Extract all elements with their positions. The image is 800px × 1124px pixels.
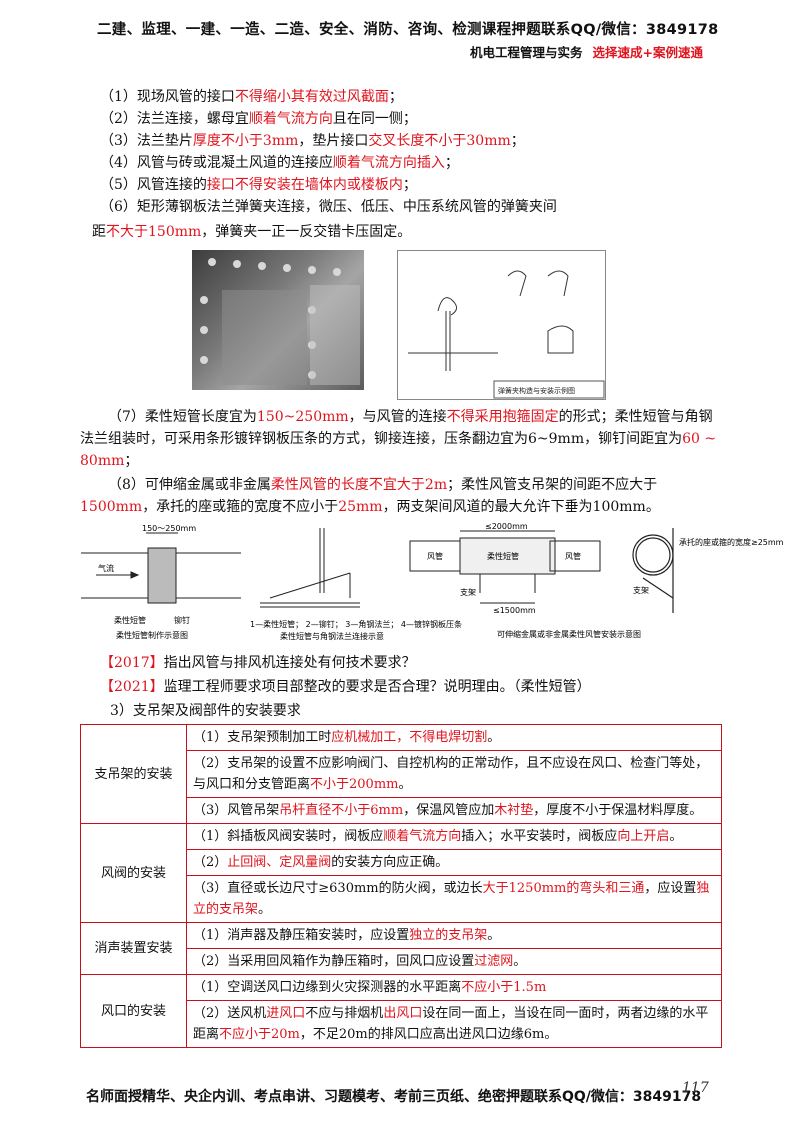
- fig1-dimension: 150～250mm: [142, 524, 196, 533]
- row-header-hangers: 支吊架的安装: [80, 724, 187, 824]
- fig3-support: 支架: [460, 587, 476, 597]
- fig1-svg: 150～250mm 气流 柔性短管 铆钉 柔性短管制作示意图: [81, 524, 241, 640]
- table-row: 支吊架的安装 （1）支吊架预制加工时应机械加工，不得电焊切割。: [80, 724, 722, 824]
- fig1-label-short-pipe: 柔性短管: [114, 615, 146, 625]
- fig2-legend: 1—柔性短管； 2—铆钉； 3—角钢法兰； 4—镀锌钢板压条: [250, 619, 462, 629]
- header-subject-line: 机电工程管理与实务选择速成+案例速通: [470, 42, 703, 61]
- figure-flexible-short-pipe: 150～250mm 气流 柔性短管 铆钉 柔性短管制作示意图: [76, 523, 246, 643]
- fig4-note: 承托的座或箍的宽度≥25mm: [679, 537, 784, 547]
- question-2021: 【2021】监理工程师要求项目部整改的要求是否合理？说明理由。（柔性短管）: [100, 679, 591, 695]
- spring-clip-photo: [192, 250, 364, 390]
- valve-req-1: （1）斜插板风阀安装时，阀板应顺着气流方向插入；水平安装时，阀板应向上开启。: [186, 823, 722, 850]
- question-2017: 【2017】指出风管与排风机连接处有何技术要求？: [100, 655, 416, 671]
- fig4-support: 支架: [633, 585, 649, 595]
- item-8: （8）可伸缩金属或非金属柔性风管的长度不宜大于2m；柔性风管支吊架的间距不应大于…: [80, 477, 660, 515]
- table-row: 风口的安装 （1）空调送风口边缘到火灾探测器的水平距离不应小于1.5m: [80, 974, 722, 1048]
- table-row: （3）直径或长边尺寸≥630mm的防火阀，或边长大于1250mm的弯头和三通，应…: [81, 875, 722, 923]
- fig3-caption: 可伸缩金属或非金属柔性风管安装示意图: [497, 629, 641, 639]
- silencer-req-2: （2）当采用回风箱作为静压箱时，回风口应设置过滤网。: [186, 948, 722, 975]
- row-header-outlets: 风口的安装: [80, 974, 187, 1048]
- fig4-svg: 承托的座或箍的宽度≥25mm 支架: [632, 528, 784, 613]
- fig3-dim-top: ≤2000mm: [485, 522, 528, 531]
- item-1: （1）现场风管的接口不得缩小其有效过风截面；: [100, 89, 403, 105]
- outlet-req-1: （1）空调送风口边缘到火灾探测器的水平距离不应小于1.5m: [186, 974, 722, 1001]
- subject-title: 机电工程管理与实务: [470, 45, 583, 60]
- row-header-valves: 风阀的安装: [80, 823, 187, 923]
- table-row: （3）风管吊架吊杆直径不小于6mm，保温风管应加木衬垫，厚度不小于保温材料厚度。: [81, 797, 722, 824]
- page-number: 117: [682, 1080, 709, 1096]
- fig3-left-duct: 风管: [427, 551, 443, 561]
- fig3-dim-bottom: ≤1500mm: [493, 606, 536, 615]
- item-7: （7）柔性短管长度宜为150~250mm，与风管的连接不得采用抱箍固定的形式；柔…: [80, 409, 717, 469]
- valve-req-2: （2）止回阀、定风量阀的安装方向应正确。: [186, 849, 722, 876]
- fig1-label-rivet: 铆钉: [174, 615, 190, 625]
- silencer-req-1: （1）消声器及静压箱安装时，应设置独立的支吊架。: [186, 922, 722, 949]
- installation-requirements-table: 支吊架的安装 （1）支吊架预制加工时应机械加工，不得电焊切割。 （2）支吊架的设…: [80, 724, 722, 1048]
- fig2-svg: 1—柔性短管； 2—铆钉； 3—角钢法兰； 4—镀锌钢板压条 柔性短管与角钢法兰…: [250, 528, 462, 641]
- spring-clip-drawing: 弹簧夹构造与安装示例图: [397, 250, 606, 400]
- row-header-silencer: 消声装置安装: [80, 922, 187, 975]
- table-row: 风阀的安装 （1）斜插板风阀安装时，阀板应顺着气流方向插入；水平安装时，阀板应向…: [80, 823, 722, 923]
- header-promo-line: 二建、监理、一建、一造、二造、安全、消防、咨询、检测课程押题联系QQ/微信：38…: [97, 22, 719, 38]
- section-3-title: 3）支吊架及阀部件的安装要求: [110, 703, 301, 719]
- footer-promo-line: 名师面授精华、央企内训、考点串讲、习题模考、考前三页纸、绝密押题联系QQ/微信：…: [86, 1089, 702, 1105]
- outlet-req-2: （2）送风机进风口不应与排烟机出风口设在同一面上，当设在同一面时，两者边缘的水平…: [186, 1000, 722, 1048]
- item-4: （4）风管与砖或混凝土风道的连接应顺着气流方向插入；: [100, 155, 459, 171]
- table-row: 消声装置安装 （1）消声器及静压箱安装时，应设置独立的支吊架。: [80, 922, 722, 975]
- item-6-line2: 距不大于150mm，弹簧夹一正一反交错卡压固定。: [92, 224, 412, 240]
- table-row: （2）支吊架的设置不应影响阀门、自控机构的正常动作，且不应设在风口、检查门等处，…: [81, 750, 722, 798]
- item-3: （3）法兰垫片厚度不小于3mm，垫片接口交叉长度不小于30mm；: [100, 133, 525, 149]
- item-5: （5）风管连接的接口不得安装在墙体内或楼板内；: [100, 177, 417, 193]
- item-2: （2）法兰连接，螺母宜顺着气流方向且在同一侧；: [100, 111, 417, 127]
- table-row: （2）送风机进风口不应与排烟机出风口设在同一面上，当设在同一面时，两者边缘的水平…: [81, 1000, 722, 1048]
- fig3-svg: ≤2000mm 风管 柔性短管 风管 支架 ≤1500mm 可伸缩金属或非金属柔…: [409, 522, 641, 639]
- hanger-req-1: （1）支吊架预制加工时应机械加工，不得电焊切割。: [186, 724, 722, 751]
- photo-rivets: [200, 258, 360, 385]
- drawing-title: 弹簧夹构造与安装示例图: [498, 386, 575, 395]
- fig1-airflow: 气流: [98, 563, 114, 573]
- spring-clip-sketch: 弹簧夹构造与安装示例图: [408, 270, 605, 399]
- hanger-req-2: （2）支吊架的设置不应影响阀门、自控机构的正常动作，且不应设在风口、检查门等处，…: [186, 750, 722, 798]
- valve-req-3: （3）直径或长边尺寸≥630mm的防火阀，或边长大于1250mm的弯头和三通，应…: [186, 875, 722, 923]
- fig3-mid: 柔性短管: [487, 551, 519, 561]
- figure-flexible-duct-install: ≤2000mm 风管 柔性短管 风管 支架 ≤1500mm 可伸缩金属或非金属柔…: [405, 522, 641, 643]
- fig2-caption: 柔性短管与角钢法兰连接示意: [280, 631, 384, 641]
- fig3-right-duct: 风管: [565, 551, 581, 561]
- figure-angle-flange: 1—柔性短管； 2—铆钉； 3—角钢法兰； 4—镀锌钢板压条 柔性短管与角钢法兰…: [250, 523, 462, 643]
- subject-accent: 选择速成+案例速通: [592, 45, 703, 60]
- item-6-line1: （6）矩形薄钢板法兰弹簧夹连接，微压、低压、中压系统风管的弹簧夹间: [100, 199, 557, 215]
- table-row: （2）当采用回风箱作为静压箱时，回风口应设置过滤网。: [81, 948, 722, 975]
- hanger-req-3: （3）风管吊架吊杆直径不小于6mm，保温风管应加木衬垫，厚度不小于保温材料厚度。: [186, 797, 722, 824]
- fig1-caption: 柔性短管制作示意图: [116, 630, 188, 640]
- figure-duct-support: 承托的座或箍的宽度≥25mm 支架: [625, 523, 784, 643]
